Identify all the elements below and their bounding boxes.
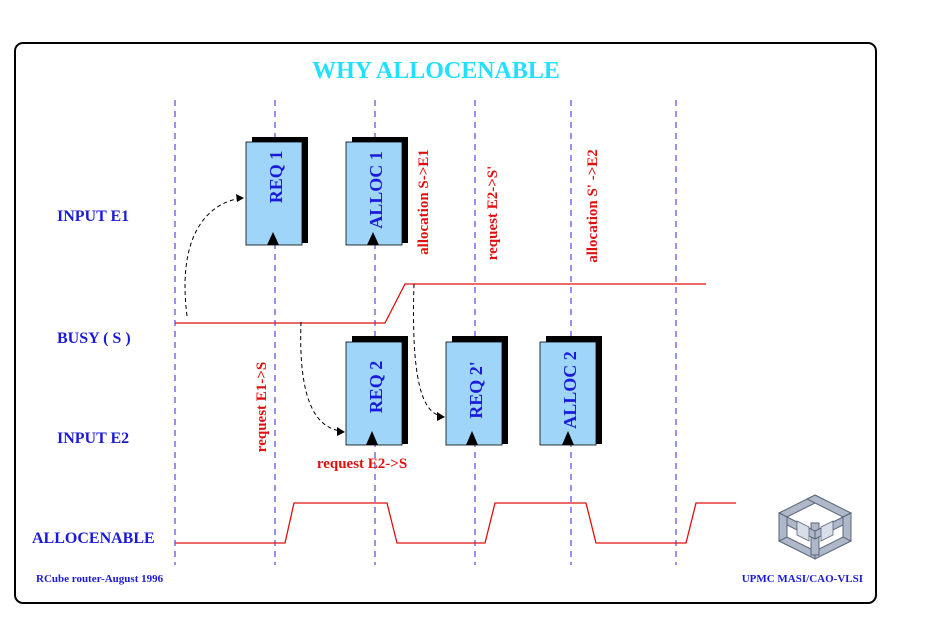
allocenable-waveform	[175, 502, 736, 544]
footer-left: RCube router-August 1996	[36, 573, 164, 585]
clock-triangle-icon	[466, 431, 478, 445]
arrowhead-icon	[236, 194, 244, 202]
box-alloc1-label: ALLOC 1	[366, 151, 386, 229]
arrow-req2-to-req2prime	[413, 283, 442, 417]
arrowhead-icon	[337, 427, 345, 436]
box-req1-label: REQ 1	[266, 151, 286, 204]
annotation-request-e1-s: request E1->S	[254, 362, 270, 452]
causality-arrows	[184, 197, 442, 432]
box-req2-prime-label: REQ 2'	[466, 361, 486, 419]
label-allocenable: ALLOCENABLE	[32, 530, 155, 547]
label-busy: BUSY ( S )	[57, 330, 131, 347]
clock-triangle-icon	[366, 431, 378, 445]
arrow-req1-to-req2	[300, 321, 342, 432]
arrowhead-icon	[437, 412, 445, 421]
clock-triangle-icon	[367, 232, 379, 245]
annotation-request-e2-s: request E2->S	[317, 456, 407, 472]
arrow-heads	[236, 194, 445, 436]
box-req1: REQ 1	[245, 137, 308, 246]
label-input-e2: INPUT E2	[57, 430, 129, 447]
label-input-e1: INPUT E1	[57, 208, 129, 225]
rcube-logo	[777, 494, 853, 560]
busy-waveform	[175, 283, 706, 324]
annotation-allocation-sp-e2: allocation S' ->E2	[585, 149, 601, 263]
annotation-allocation-s-e1: allocation S->E1	[416, 149, 432, 255]
box-req2-prime: REQ 2'	[445, 336, 508, 446]
box-req2: REQ 2	[345, 336, 408, 446]
box-req2-label: REQ 2	[366, 361, 386, 414]
clock-triangle-icon	[267, 232, 279, 245]
slide-frame	[14, 42, 877, 604]
arrow-busy-to-req1	[184, 197, 242, 317]
footer-right: UPMC MASI/CAO-VLSI	[742, 573, 863, 585]
box-alloc2-label: ALLOC 2	[560, 351, 580, 429]
clock-triangle-icon	[562, 431, 574, 445]
slide-title: WHY ALLOCENABLE	[312, 58, 560, 84]
box-alloc2: ALLOC 2	[539, 336, 602, 446]
box-alloc1: ALLOC 1	[345, 137, 408, 246]
annotation-request-e2-sp: request E2->S'	[485, 166, 501, 261]
